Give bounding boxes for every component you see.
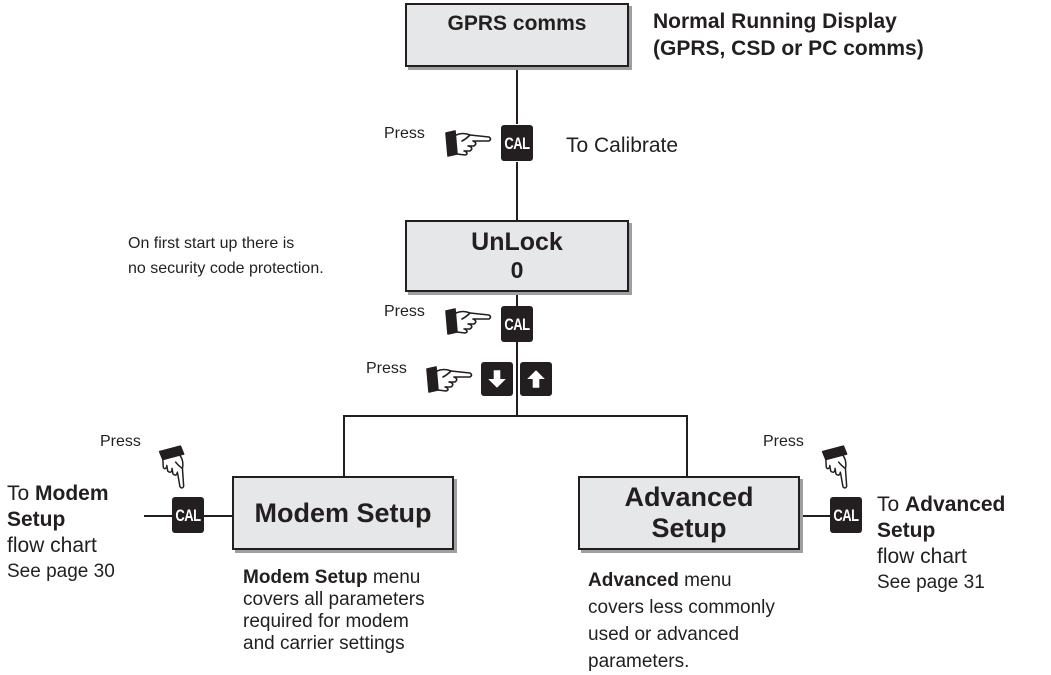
unlock-title: UnLock: [471, 228, 563, 256]
cal-key-label: CAL: [504, 133, 530, 153]
cal-key-label: CAL: [833, 505, 859, 525]
advanced-setup-box: Advanced Setup: [578, 476, 800, 550]
to-modem-bold1: Modem: [35, 482, 109, 505]
modem-setup-box: Modem Setup: [232, 476, 454, 550]
first-startup-line1: On first start up there is: [128, 235, 295, 252]
connector-horizontal-branch: [343, 415, 688, 417]
modem-desc-bold: Modem Setup: [243, 567, 368, 588]
modem-desc-rest: menu: [367, 567, 421, 588]
advanced-desc-rest: menu: [678, 570, 732, 591]
cal-key-icon[interactable]: CAL: [501, 306, 533, 342]
cal-key-label: CAL: [175, 505, 201, 525]
press-label-2: Press: [384, 303, 425, 320]
first-startup-line2: no security code protection.: [128, 260, 324, 277]
advanced-desc-bold: Advanced: [588, 570, 679, 591]
first-startup-note: On first start up there is no security c…: [128, 231, 324, 281]
unlock-value: 0: [510, 257, 524, 283]
pointing-hand-down-icon: [158, 445, 185, 489]
to-advanced-bold2: Setup: [877, 519, 936, 542]
unlock-box: UnLock 0: [405, 220, 629, 292]
advanced-desc-line4: parameters.: [588, 651, 690, 672]
connector-branch-advanced: [686, 415, 688, 476]
to-advanced-line3: flow chart: [877, 545, 967, 568]
cal-key-icon[interactable]: CAL: [830, 497, 862, 533]
to-modem-bold2: Setup: [7, 508, 66, 531]
connector-cal-unlock: [516, 162, 518, 220]
to-modem-line4: See page 30: [7, 561, 115, 582]
pointing-hand-icon: [445, 130, 492, 157]
press-label-left: Press: [100, 433, 141, 450]
modem-setup-description: Modem Setup menu covers all parameters r…: [243, 567, 425, 655]
advanced-desc-line2: covers less commonly: [588, 597, 775, 618]
cal-key-icon[interactable]: CAL: [501, 125, 533, 161]
modem-setup-label: Modem Setup: [254, 497, 432, 528]
normal-running-display-title: Normal Running Display (GPRS, CSD or PC …: [653, 8, 924, 62]
cal-key-label: CAL: [504, 314, 530, 334]
up-arrow-key-icon[interactable]: [520, 362, 552, 396]
press-label-3: Press: [366, 360, 407, 377]
advanced-desc-line3: used or advanced: [588, 624, 740, 645]
connector-branch-modem: [343, 415, 345, 476]
header-line2: (GPRS, CSD or PC comms): [653, 37, 924, 60]
to-advanced-setup-link[interactable]: To Advanced Setup flow chart See page 31: [877, 492, 1005, 596]
pointing-hand-icon: [426, 366, 473, 393]
advanced-setup-description: Advanced menu covers less commonly used …: [588, 567, 775, 675]
to-modem-prefix: To: [7, 482, 36, 505]
down-arrow-key-icon[interactable]: [481, 362, 513, 396]
modem-desc-line3: required for modem: [243, 611, 409, 632]
down-arrow-glyph: [488, 370, 506, 388]
header-line1: Normal Running Display: [653, 10, 897, 33]
to-advanced-prefix: To: [877, 493, 906, 516]
gprs-comms-box: GPRS comms: [405, 3, 629, 67]
up-arrow-glyph: [527, 370, 545, 388]
pointing-hand-down-icon: [821, 445, 848, 489]
to-calibrate-label: To Calibrate: [566, 134, 679, 157]
advanced-setup-line2: Setup: [651, 513, 727, 543]
advanced-setup-line1: Advanced: [624, 482, 754, 512]
connector-gprs-cal: [516, 66, 518, 124]
connector-right-cal: [800, 515, 830, 517]
gprs-comms-label: GPRS comms: [447, 12, 587, 35]
modem-desc-line2: covers all parameters: [243, 589, 425, 610]
to-modem-setup-link[interactable]: To Modem Setup flow chart See page 30: [7, 481, 115, 585]
to-advanced-line4: See page 31: [877, 572, 985, 593]
press-label-1: Press: [384, 125, 425, 142]
to-modem-line3: flow chart: [7, 534, 97, 557]
connector-unlock-down: [516, 292, 518, 416]
to-advanced-bold1: Advanced: [905, 493, 1006, 516]
modem-desc-line4: and carrier settings: [243, 633, 405, 654]
pointing-hand-icon: [445, 308, 492, 335]
cal-key-icon[interactable]: CAL: [172, 497, 204, 533]
press-label-right: Press: [763, 433, 804, 450]
